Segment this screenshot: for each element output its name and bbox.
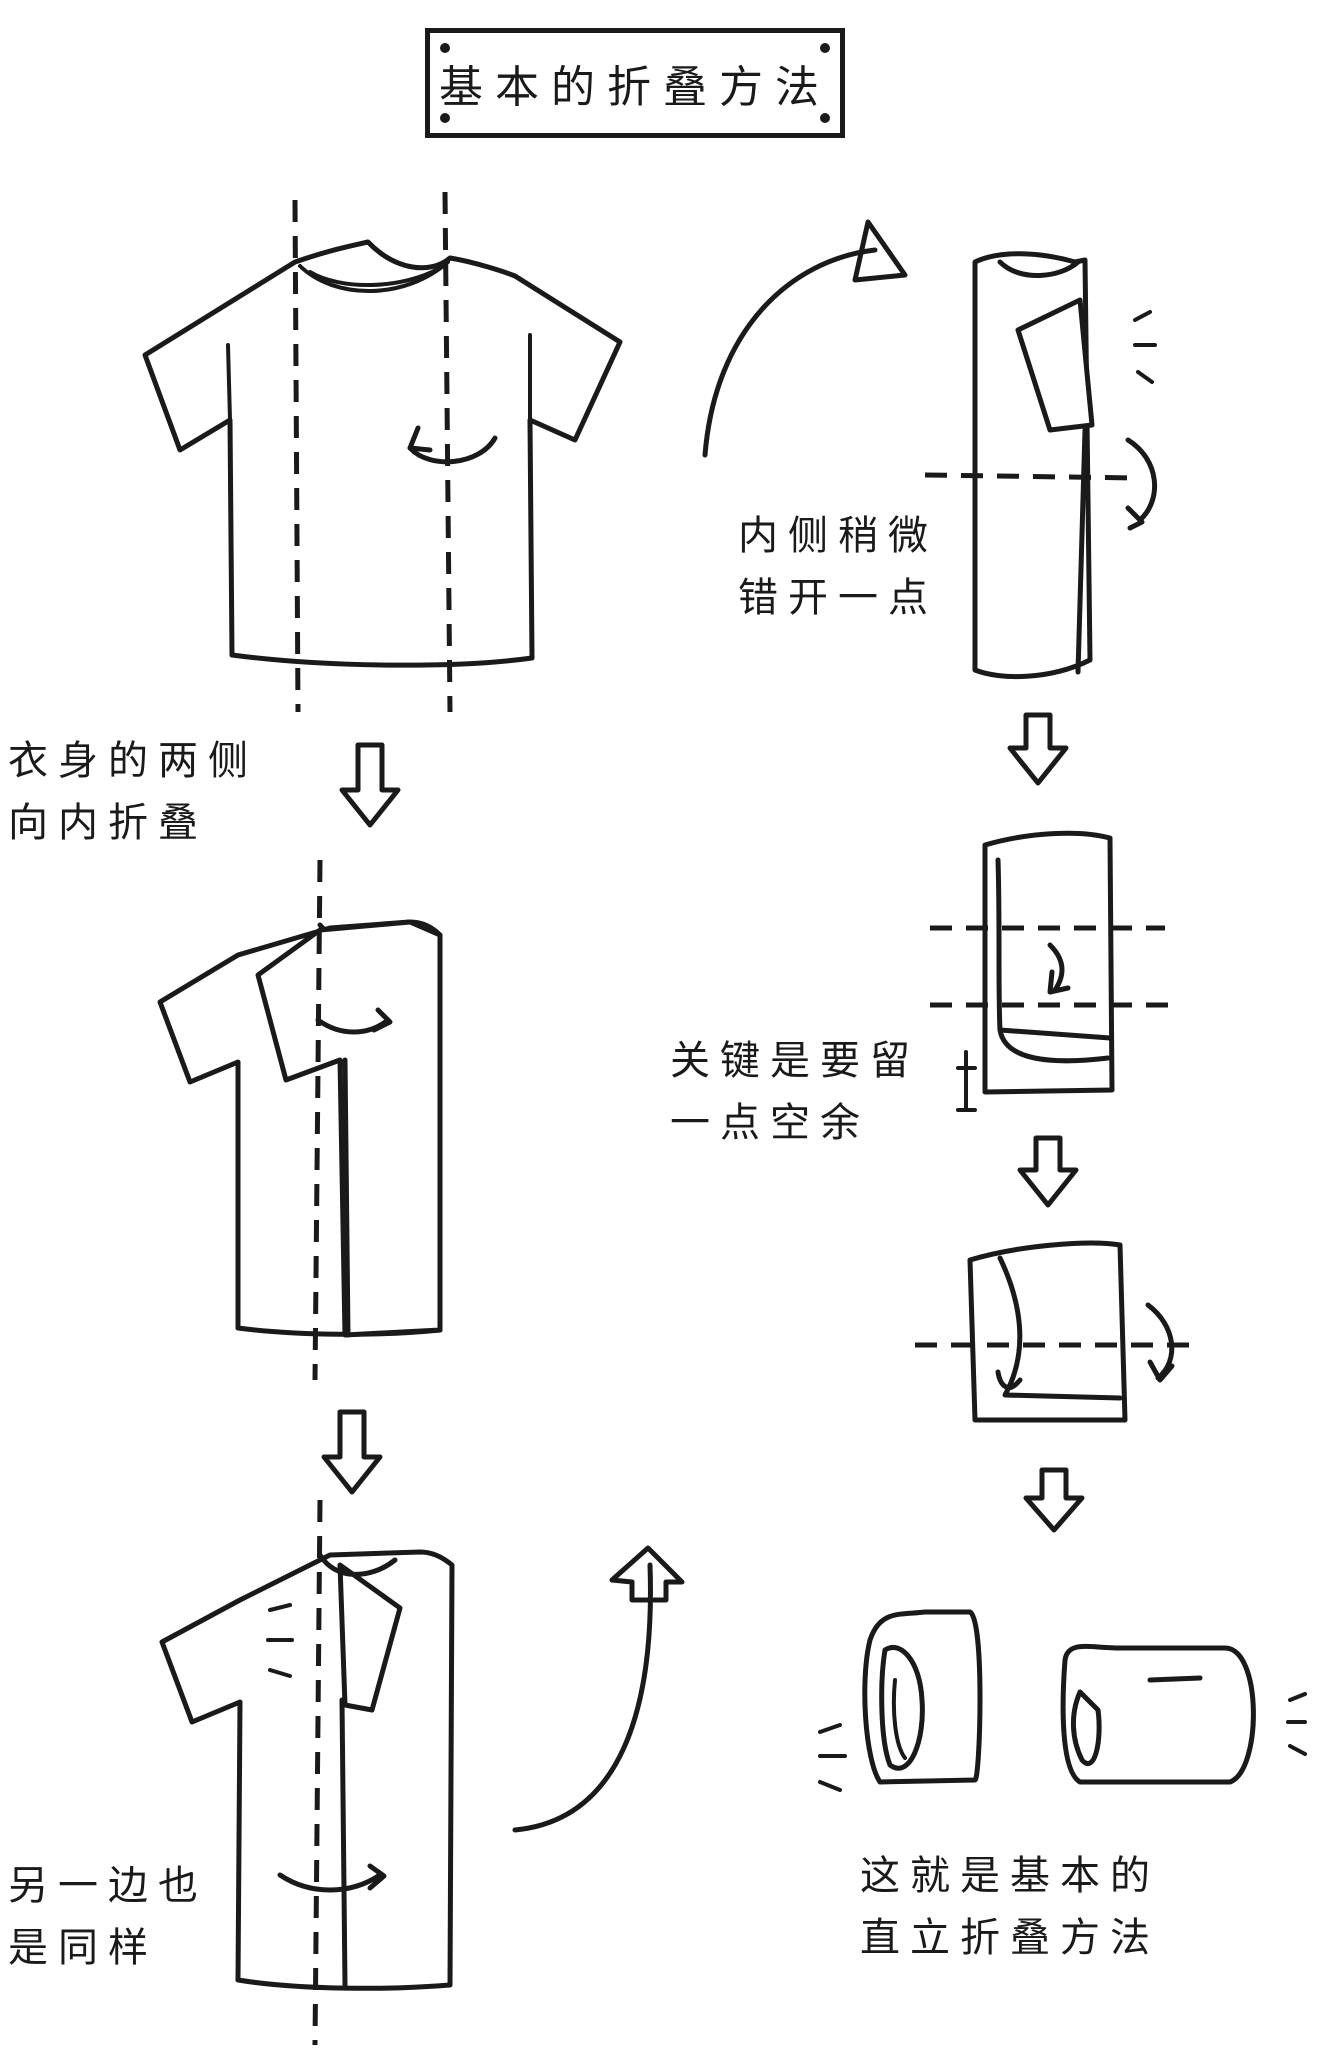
folded-shirt-strip (972, 251, 1158, 680)
t-shirt-icon (142, 239, 623, 668)
folded-shirt-panel (956, 830, 1115, 1112)
curved-arrow-icon (702, 219, 908, 458)
down-arrow-icon (1023, 1467, 1085, 1533)
pin-icon (440, 43, 450, 53)
folded-shirt-square (967, 1240, 1175, 1423)
pin-icon (820, 113, 830, 123)
step-caption-finished: 这就是基本的 直立折叠方法 (860, 1853, 1160, 1961)
step-caption-fold-sides: 衣身的两侧 向内折叠 (8, 738, 258, 846)
fold-line-icon (312, 859, 323, 1381)
curved-arrow-icon (512, 1545, 685, 1833)
title-sign: 基本的折叠方法 (425, 28, 845, 138)
pin-icon (440, 113, 450, 123)
step-caption-other-side: 另一边也 是同样 (8, 1863, 208, 1971)
down-arrow-icon (1017, 1135, 1079, 1208)
step-caption-leave-space: 关键是要留 一点空余 (670, 1038, 920, 1146)
fold-line-icon (292, 199, 301, 713)
t-shirt-icon (157, 919, 443, 1338)
pin-icon (820, 43, 830, 53)
rolled-shirt-icon (1060, 1643, 1307, 1785)
t-shirt-icon (159, 1549, 455, 1991)
rolled-shirt-icon (818, 1609, 983, 1792)
step-caption-offset: 内侧稍微 错开一点 (738, 513, 938, 621)
fold-line-icon (442, 191, 453, 713)
down-arrow-icon (321, 1409, 383, 1495)
page-title: 基本的折叠方法 (439, 62, 831, 113)
fold-line-icon (924, 472, 1141, 481)
down-arrow-icon (339, 742, 401, 828)
down-arrow-icon (1007, 712, 1069, 786)
fold-line-icon (312, 1499, 323, 2046)
